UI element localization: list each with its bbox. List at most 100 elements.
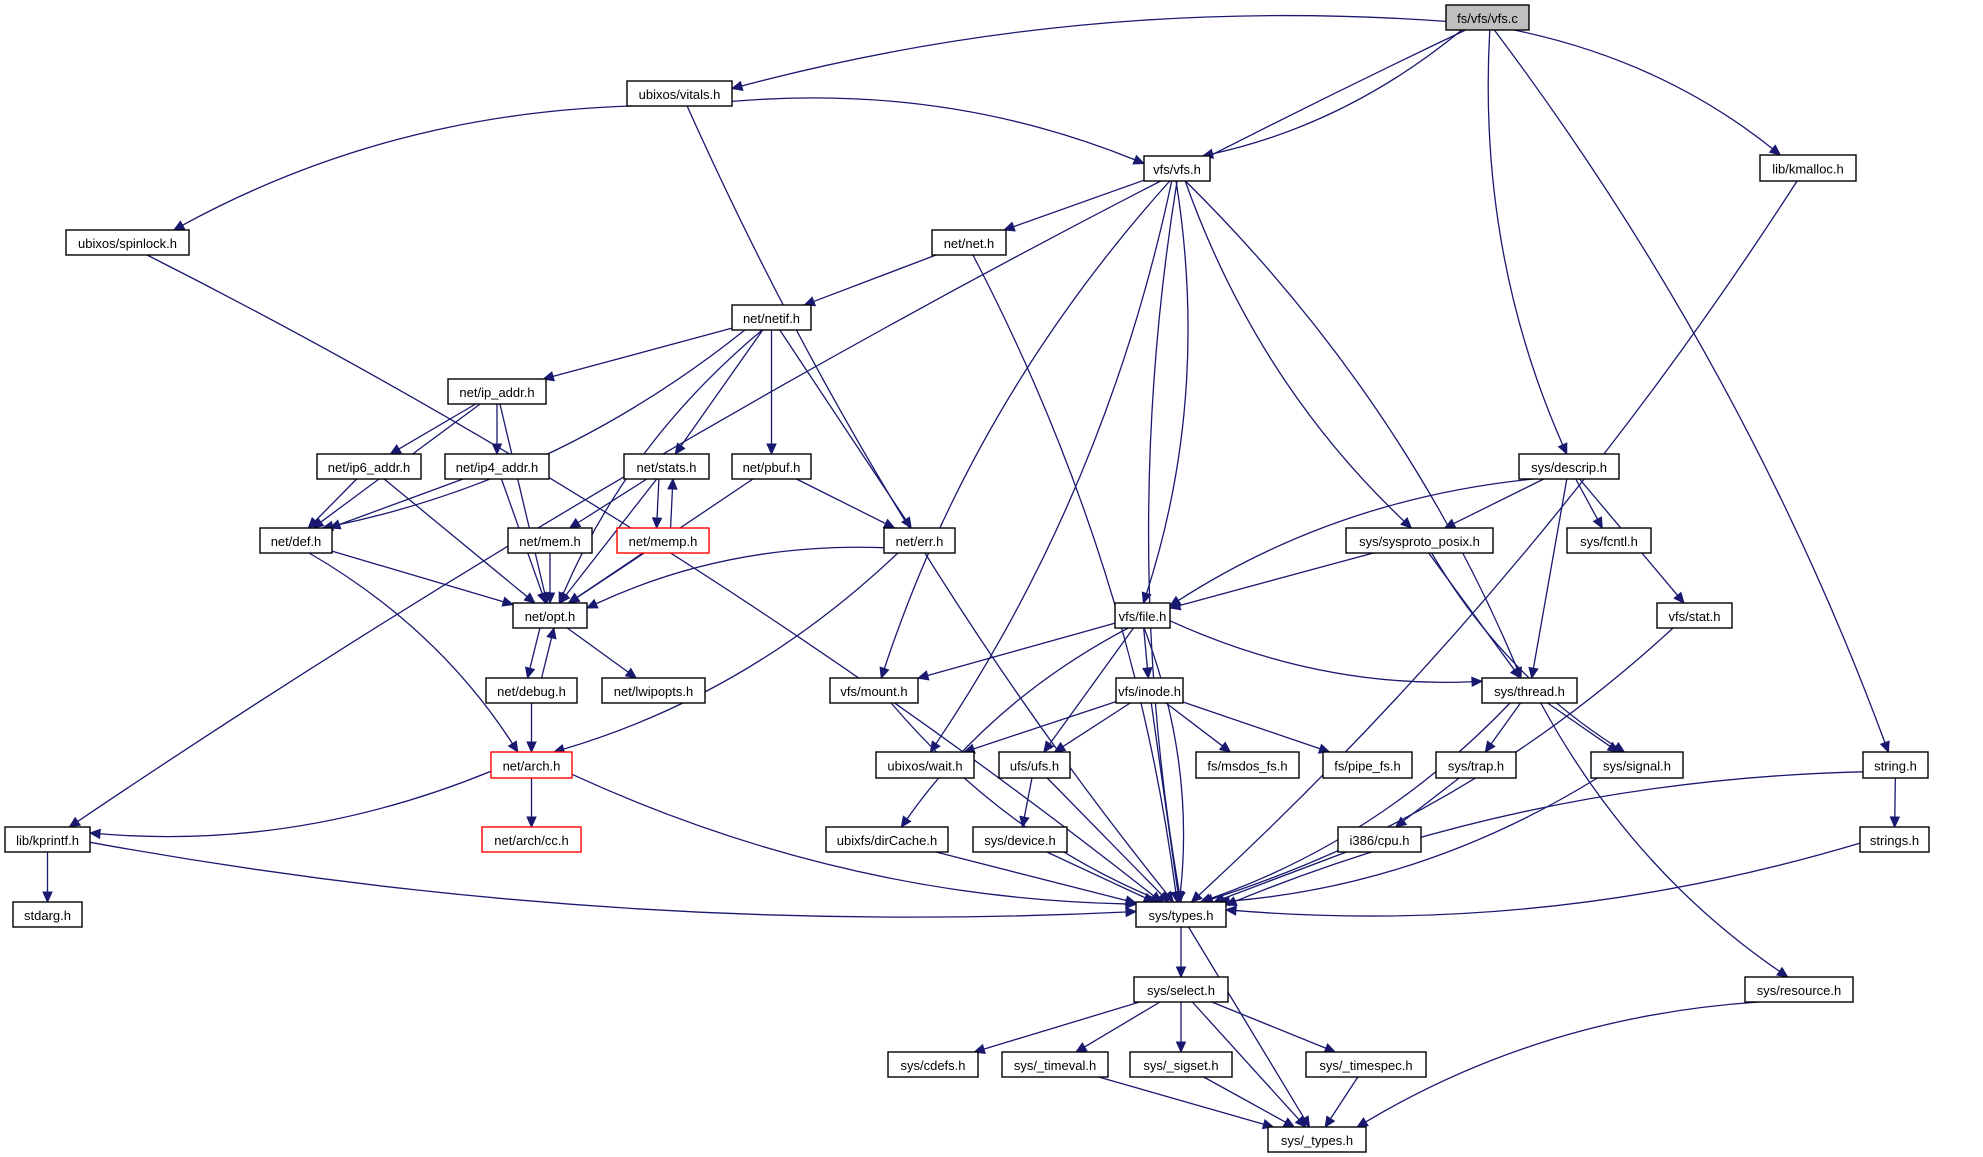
- node-ip-addr[interactable]: net/ip_addr.h: [447, 378, 547, 405]
- nodes-layer: fs/vfs/vfs.c ubixos/vitals.h vfs/vfs.h lib/…: [4, 4, 1930, 1153]
- arrowhead-ip_addr-to-ip4_addr: [491, 443, 503, 456]
- edge-descrip-to-file: [1178, 478, 1534, 602]
- edge-def-to-arch: [308, 552, 513, 744]
- node-arch[interactable]: net/arch.h: [490, 751, 573, 779]
- node-thread[interactable]: sys/thread.h: [1481, 677, 1578, 704]
- node-memp[interactable]: net/memp.h: [616, 527, 710, 554]
- node-string[interactable]: string.h: [1862, 751, 1929, 779]
- arrowhead-select-to-cdefs: [973, 1043, 986, 1055]
- node-netif[interactable]: net/netif.h: [731, 304, 812, 331]
- node-wait[interactable]: ubixos/wait.h: [875, 751, 975, 779]
- edge-inode-to-msdos: [1165, 702, 1223, 747]
- node-ufs[interactable]: ufs/ufs.h: [998, 751, 1071, 779]
- node-kprintf[interactable]: lib/kprintf.h: [4, 826, 91, 853]
- node-pipe[interactable]: fs/pipe_fs.h: [1322, 751, 1413, 779]
- arrowhead-types-to-select: [1175, 966, 1187, 979]
- node-box: [1114, 602, 1171, 629]
- node-msdos[interactable]: fs/msdos_fs.h: [1195, 751, 1300, 779]
- node-spinlock[interactable]: ubixos/spinlock.h: [65, 229, 190, 256]
- node-descrip[interactable]: sys/descrip.h: [1518, 453, 1620, 480]
- edge-timeval-to-_types: [1098, 1076, 1264, 1125]
- node-label: net/ip4_addr.h: [456, 460, 538, 475]
- node-device[interactable]: sys/device.h: [972, 826, 1068, 853]
- node-label: net/err.h: [896, 534, 944, 549]
- node-cc[interactable]: net/arch/cc.h: [481, 826, 582, 853]
- node-box: [485, 677, 578, 704]
- node-select[interactable]: sys/select.h: [1133, 976, 1229, 1003]
- node-mem[interactable]: net/mem.h: [507, 527, 593, 554]
- arrowhead-file-to-mount: [916, 670, 930, 681]
- edge-select-to-_types: [1191, 1001, 1300, 1121]
- node-pbuf[interactable]: net/pbuf.h: [731, 453, 812, 480]
- node-debug[interactable]: net/debug.h: [485, 677, 578, 704]
- arrowhead-ip6_addr-to-opt: [523, 592, 536, 604]
- node-signal[interactable]: sys/signal.h: [1590, 751, 1684, 779]
- node-label: vfs/mount.h: [840, 684, 907, 699]
- node-timespec[interactable]: sys/_timespec.h: [1305, 1051, 1427, 1078]
- edge-select-to-timespec: [1211, 1001, 1327, 1049]
- node-resource[interactable]: sys/resource.h: [1744, 976, 1854, 1003]
- edge-descrip-to-sysproto: [1453, 478, 1545, 525]
- node-dircache[interactable]: ubixfs/dirCache.h: [825, 826, 949, 853]
- node-opt[interactable]: net/opt.h: [512, 602, 588, 629]
- node-stats[interactable]: net/stats.h: [623, 453, 710, 480]
- edge-debug-to-opt: [540, 637, 553, 679]
- node-cpu[interactable]: i386/cpu.h: [1337, 826, 1422, 853]
- node-net-h[interactable]: net/net.h: [931, 229, 1007, 256]
- arrowhead-vitals-to-vfs_h: [1132, 154, 1146, 165]
- node-box: [1481, 677, 1578, 704]
- node-trap[interactable]: sys/trap.h: [1435, 751, 1517, 779]
- node-vfs-h[interactable]: vfs/vfs.h: [1143, 155, 1211, 182]
- node-label: fs/pipe_fs.h: [1334, 759, 1401, 774]
- node-vfs-c[interactable]: fs/vfs/vfs.c: [1445, 4, 1530, 31]
- node-label: sys/resource.h: [1757, 983, 1842, 998]
- node-err[interactable]: net/err.h: [883, 527, 956, 554]
- node-cdefs[interactable]: sys/cdefs.h: [887, 1051, 979, 1078]
- edge-trap-to-cpu: [1403, 777, 1460, 822]
- node-label: net/opt.h: [525, 609, 576, 624]
- node-def[interactable]: net/def.h: [259, 527, 333, 554]
- node-label: sys/trap.h: [1448, 759, 1504, 774]
- node-ip4-addr[interactable]: net/ip4_addr.h: [444, 453, 550, 480]
- edge-strings-to-types: [1235, 842, 1861, 917]
- node-vitals[interactable]: ubixos/vitals.h: [626, 80, 733, 107]
- edge-inode-to-pipe: [1182, 701, 1321, 750]
- node-ip6-addr[interactable]: net/ip6_addr.h: [316, 453, 422, 480]
- node-stdarg[interactable]: stdarg.h: [12, 901, 83, 928]
- node-sigset[interactable]: sys/_sigset.h: [1129, 1051, 1233, 1078]
- node-label: lib/kprintf.h: [16, 833, 79, 848]
- edge-net_h-to-netif: [813, 254, 937, 303]
- node-kmalloc[interactable]: lib/kmalloc.h: [1759, 154, 1857, 182]
- arrowhead-strings-to-types: [1224, 905, 1237, 916]
- node-fcntl[interactable]: sys/fcntl.h: [1566, 527, 1652, 554]
- node-mount[interactable]: vfs/mount.h: [829, 677, 919, 704]
- arrowhead-sysproto-to-thread: [1509, 666, 1522, 679]
- node--types[interactable]: sys/_types.h: [1267, 1126, 1367, 1153]
- node-inode[interactable]: vfs/inode.h: [1115, 677, 1184, 704]
- node-strings[interactable]: strings.h: [1859, 826, 1930, 853]
- node-label: sys/sysproto_posix.h: [1359, 534, 1480, 549]
- node-label: i386/cpu.h: [1350, 833, 1410, 848]
- node-stat[interactable]: vfs/stat.h: [1656, 602, 1733, 629]
- arrowhead-sigset-to-_types: [1282, 1117, 1296, 1128]
- arrowhead-stats-to-mem: [568, 517, 582, 529]
- edge-inode-to-wait: [973, 701, 1117, 750]
- node-file[interactable]: vfs/file.h: [1114, 602, 1171, 629]
- arrowhead-kmalloc-to-types: [1190, 891, 1203, 903]
- arrowhead-debug-to-opt: [546, 626, 557, 640]
- node-label: sys/descrip.h: [1531, 460, 1607, 475]
- arrowhead-def-to-arch: [507, 740, 519, 754]
- node-label: ubixos/spinlock.h: [78, 236, 177, 251]
- node-types[interactable]: sys/types.h: [1135, 901, 1227, 928]
- arrowhead-select-to-timeval: [1074, 1042, 1088, 1053]
- arrowhead-vfs_c-to-descrip: [1557, 442, 1568, 456]
- node-timeval[interactable]: sys/_timeval.h: [1001, 1051, 1109, 1078]
- edge-types-to-_types: [1188, 926, 1305, 1119]
- node-label: fs/msdos_fs.h: [1207, 759, 1287, 774]
- node-lwipopts[interactable]: net/lwipopts.h: [601, 677, 706, 704]
- node-box: [316, 453, 422, 480]
- edge-signal-to-types: [1229, 777, 1598, 902]
- node-sysproto[interactable]: sys/sysproto_posix.h: [1345, 527, 1494, 554]
- edge-err-to-arch: [563, 552, 899, 750]
- edge-opt-to-lwipopts: [566, 627, 629, 673]
